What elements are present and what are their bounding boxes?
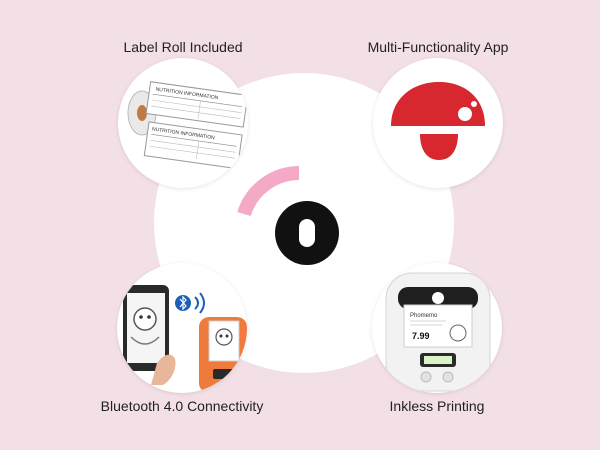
feature-bluetooth-caption: Bluetooth 4.0 Connectivity xyxy=(100,398,264,414)
feature-bluetooth xyxy=(117,263,247,393)
mushroom-stem xyxy=(420,134,458,160)
feature-inkless: Phomemo 7.99 xyxy=(372,263,502,393)
mushroom-cap xyxy=(391,82,485,126)
feature-app xyxy=(373,58,503,188)
brand-logo xyxy=(237,166,339,265)
feature-app-caption: Multi-Functionality App xyxy=(367,39,509,55)
mushroom-app-icon xyxy=(391,82,485,160)
feature-label-roll-caption: Label Roll Included xyxy=(123,39,243,55)
printer-brand-text: Phomemo xyxy=(410,313,438,319)
thermal-printer-icon: Phomemo 7.99 xyxy=(385,272,491,392)
feature-inkless-caption: Inkless Printing xyxy=(389,398,485,414)
label-roll-icon: NUTRITION INFORMATION NUTRITION INFORMAT… xyxy=(127,81,248,170)
feature-label-roll: NUTRITION INFORMATION NUTRITION INFORMAT… xyxy=(118,58,248,188)
logo-pink-arc xyxy=(237,166,300,217)
printed-price: 7.99 xyxy=(412,331,430,341)
bluetooth-phone-icon xyxy=(123,285,247,393)
